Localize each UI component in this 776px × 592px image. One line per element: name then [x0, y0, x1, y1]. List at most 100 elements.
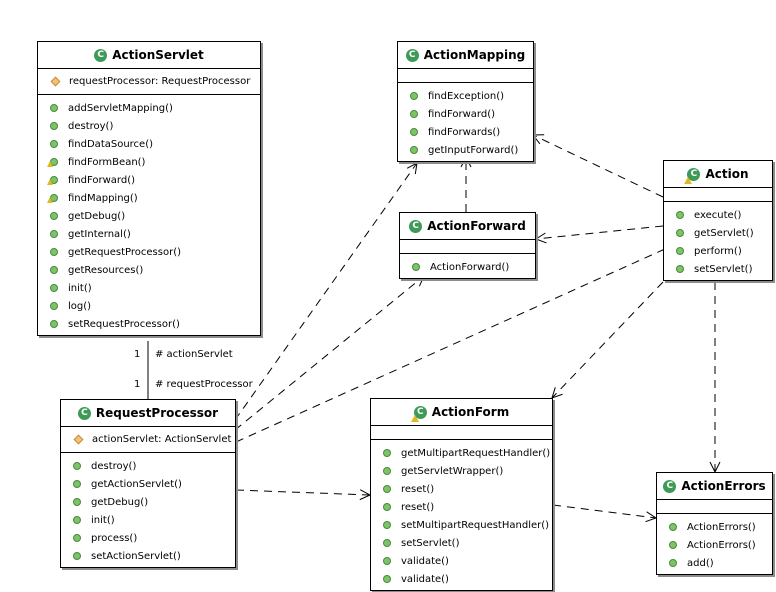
operation-label: reset() — [401, 501, 435, 513]
attributes-compartment — [664, 188, 772, 202]
dependency-action-to-actionforward — [536, 225, 664, 239]
operations-compartment: ActionErrors()ActionErrors()add() — [657, 514, 772, 574]
public-method-icon — [50, 248, 58, 256]
class-icon: C — [409, 219, 423, 233]
operation-row[interactable]: getServletWrapper() — [371, 462, 552, 480]
operations-compartment: execute()getServlet()perform()setServlet… — [664, 202, 772, 280]
abstract-method-icon — [47, 194, 58, 203]
operation-row[interactable]: findForward() — [398, 105, 533, 123]
public-method-icon — [73, 552, 81, 560]
attribute-label: requestProcessor: RequestProcessor — [69, 75, 251, 87]
dependency-requestprocessor-to-actionform — [235, 490, 370, 495]
operations-compartment: addServletMapping() destroy() findDataSour… — [38, 95, 260, 335]
operation-row[interactable]: ActionForward() — [400, 258, 535, 276]
attribute-row[interactable]: requestProcessor: RequestProcessor — [38, 72, 260, 90]
operation-row[interactable]: log() — [38, 297, 260, 315]
operation-row[interactable]: getServlet() — [664, 224, 772, 242]
operation-row[interactable]: perform() — [664, 242, 772, 260]
public-method-icon — [676, 247, 684, 255]
operation-row[interactable]: getRequestProcessor() — [38, 243, 260, 261]
operation-label: destroy() — [68, 120, 114, 132]
operation-row[interactable]: getDebug() — [38, 207, 260, 225]
operation-label: getActionServlet() — [91, 478, 182, 490]
class-icon-letter: C — [408, 50, 416, 60]
protected-field-icon — [73, 434, 84, 444]
operation-label: getServletWrapper() — [401, 465, 504, 477]
servlet-role-label: # actionServlet — [155, 349, 233, 360]
operation-row[interactable]: findMapping() — [38, 189, 260, 207]
operation-row[interactable]: getResources() — [38, 261, 260, 279]
operation-row[interactable]: process() — [61, 529, 235, 547]
abstract-method-icon — [47, 176, 58, 185]
public-method-icon — [669, 559, 677, 567]
operation-row[interactable]: findForward() — [38, 171, 260, 189]
abstract-marker-icon — [47, 161, 53, 167]
operation-row[interactable]: init() — [61, 511, 235, 529]
class-header: C RequestProcessor — [61, 400, 235, 427]
operation-label: findDataSource() — [68, 138, 154, 150]
operation-row[interactable]: findDataSource() — [38, 135, 260, 153]
operation-label: setMultipartRequestHandler() — [401, 519, 550, 531]
operation-row[interactable]: add() — [657, 554, 772, 572]
operation-row[interactable]: reset() — [371, 480, 552, 498]
class-name: ActionServlet — [112, 48, 204, 62]
operation-label: validate() — [401, 555, 449, 567]
operation-row[interactable]: setServlet() — [371, 534, 552, 552]
operation-row[interactable]: getInputForward() — [398, 141, 533, 159]
servlet-multiplicity: 1 — [134, 349, 141, 360]
operation-label: getInputForward() — [428, 144, 519, 156]
operation-label: setServlet() — [401, 537, 460, 549]
operation-label: getInternal() — [68, 228, 131, 240]
operation-row[interactable]: findForwards() — [398, 123, 533, 141]
operation-row[interactable]: addServletMapping() — [38, 99, 260, 117]
class-name: RequestProcessor — [95, 406, 219, 420]
operation-label: getMultipartRequestHandler() — [401, 447, 551, 459]
operation-row[interactable]: setRequestProcessor() — [38, 315, 260, 333]
dependency-action-to-actionform — [552, 281, 664, 398]
operation-row[interactable]: validate() — [371, 570, 552, 588]
public-method-icon — [50, 104, 58, 112]
operation-row[interactable]: findFormBean() — [38, 153, 260, 171]
operation-row[interactable]: getActionServlet() — [61, 475, 235, 493]
operation-row[interactable]: setMultipartRequestHandler() — [371, 516, 552, 534]
operation-row[interactable]: ActionErrors() — [657, 536, 772, 554]
operation-row[interactable]: destroy() — [61, 457, 235, 475]
class-name: Action — [705, 167, 749, 181]
class-request-processor[interactable]: C RequestProcessor actionServlet: ActionSe… — [60, 399, 236, 568]
operation-row[interactable]: ActionErrors() — [657, 518, 772, 536]
public-method-icon — [383, 449, 391, 457]
operation-row[interactable]: findException() — [398, 87, 533, 105]
public-method-icon — [50, 320, 58, 328]
attribute-row[interactable]: actionServlet: ActionServlet — [61, 430, 235, 448]
public-method-icon — [383, 521, 391, 529]
public-method-icon — [50, 122, 58, 130]
operation-row[interactable]: validate() — [371, 552, 552, 570]
operation-label: ActionErrors() — [687, 521, 756, 533]
operation-label: setRequestProcessor() — [68, 318, 180, 330]
attribute-label: actionServlet: ActionServlet — [92, 433, 232, 445]
operation-row[interactable]: getMultipartRequestHandler() — [371, 444, 552, 462]
operation-row[interactable]: setServlet() — [664, 260, 772, 278]
operation-row[interactable]: getInternal() — [38, 225, 260, 243]
operation-row[interactable]: execute() — [664, 206, 772, 224]
operation-row[interactable]: destroy() — [38, 117, 260, 135]
public-method-icon — [383, 539, 391, 547]
operation-row[interactable]: init() — [38, 279, 260, 297]
attributes-compartment: requestProcessor: RequestProcessor — [38, 69, 260, 95]
operation-row[interactable]: setActionServlet() — [61, 547, 235, 565]
public-method-icon — [412, 263, 420, 271]
operation-row[interactable]: getDebug() — [61, 493, 235, 511]
class-icon-letter: C — [81, 408, 88, 418]
operations-compartment: ActionForward() — [400, 254, 535, 278]
class-name: ActionMapping — [423, 48, 526, 62]
public-method-icon — [73, 516, 81, 524]
operation-row[interactable]: reset() — [371, 498, 552, 516]
